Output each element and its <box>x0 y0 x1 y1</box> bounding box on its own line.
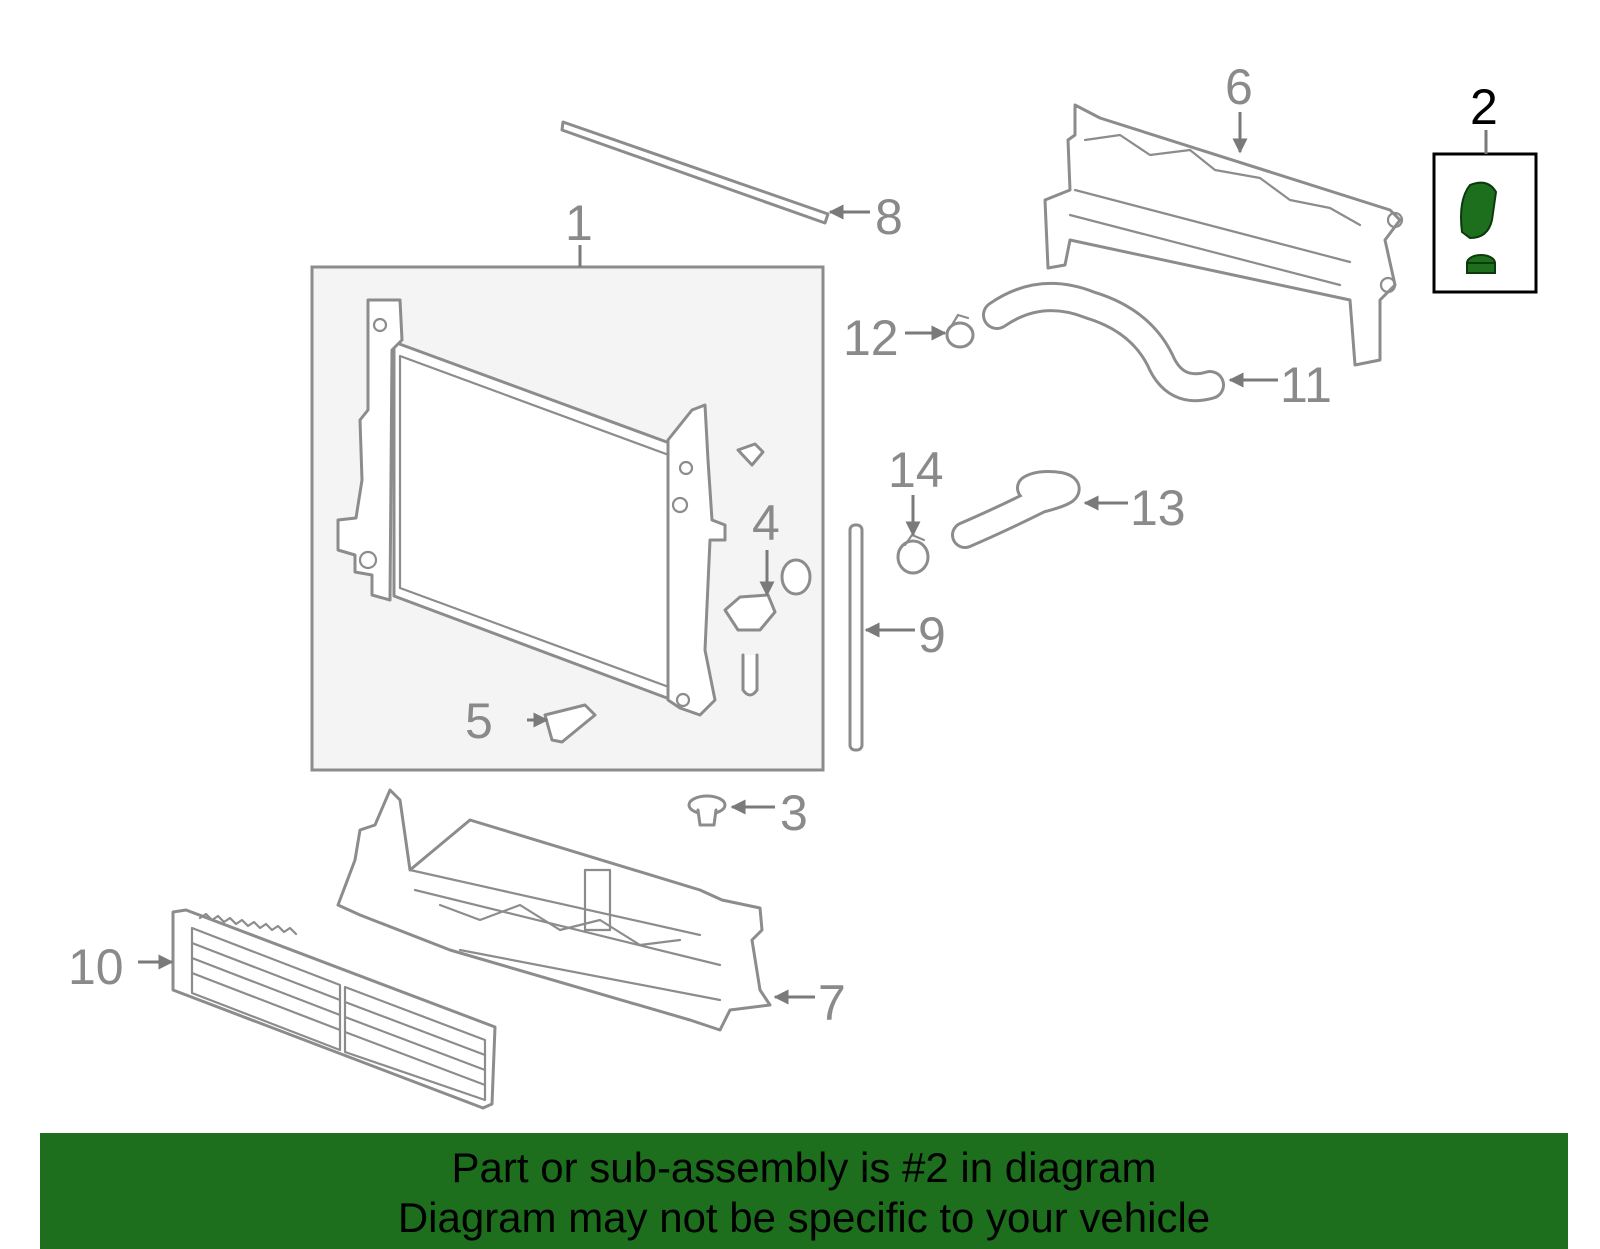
part-9-side-seal[interactable] <box>848 523 864 752</box>
callout-11[interactable]: 11 <box>1280 357 1332 413</box>
part-6-upper-baffle[interactable] <box>1043 103 1404 367</box>
part-12-hose-clamp[interactable] <box>945 313 975 349</box>
part-10-shutter-grille[interactable] <box>171 908 497 1110</box>
callout-10[interactable]: 10 <box>68 939 124 995</box>
callout-1[interactable]: 1 <box>565 195 593 251</box>
part-8-seal-strip[interactable] <box>560 120 830 225</box>
part-7-lower-deflector[interactable] <box>336 788 772 1032</box>
part-1-radiator-assembly[interactable] <box>310 265 825 772</box>
callout-9[interactable]: 9 <box>918 607 946 663</box>
banner-line-2: Diagram may not be specific to your vehi… <box>397 1194 1211 1241</box>
part-11-upper-hose[interactable] <box>982 282 1225 403</box>
callout-7[interactable]: 7 <box>818 975 846 1031</box>
part-14-hose-clamp[interactable] <box>896 533 930 575</box>
callout-2[interactable]: 2 <box>1470 79 1498 135</box>
callout-6[interactable]: 6 <box>1225 59 1253 115</box>
callout-12[interactable]: 12 <box>843 310 899 366</box>
part-4-drain-plug[interactable] <box>723 558 812 632</box>
callout-4[interactable]: 4 <box>752 495 780 551</box>
callout-14[interactable]: 14 <box>888 442 944 498</box>
callout-8[interactable]: 8 <box>875 189 903 245</box>
part-3-push-pin[interactable] <box>687 794 727 827</box>
callout-3[interactable]: 3 <box>780 785 808 841</box>
callout-5[interactable]: 5 <box>465 693 493 749</box>
part-2-highlighted-box[interactable] <box>1432 152 1538 294</box>
highlight-banner: Part or sub-assembly is #2 in diagram Di… <box>40 1133 1568 1249</box>
part-13-lower-hose[interactable] <box>951 470 1081 549</box>
part-5-bracket[interactable] <box>543 703 597 744</box>
callout-13[interactable]: 13 <box>1130 480 1186 536</box>
banner-line-1: Part or sub-assembly is #2 in diagram <box>451 1144 1157 1191</box>
